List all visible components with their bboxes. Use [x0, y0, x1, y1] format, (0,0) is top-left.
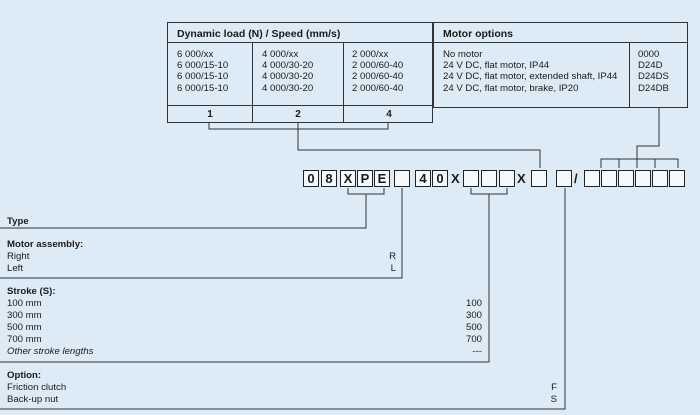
load-cell: 6 000/15-10	[177, 71, 229, 83]
option-label: Friction clutch	[7, 382, 67, 393]
stroke-code: 100	[465, 298, 482, 309]
load-cell: 6 000/15-10	[177, 60, 229, 72]
stroke-label: 100 mm	[7, 298, 42, 309]
stroke-label: Other stroke lengths	[7, 346, 94, 357]
motor-assembly-label: Left	[7, 263, 24, 274]
option-label: Back-up nut	[7, 394, 59, 405]
option-slot	[556, 170, 572, 187]
load-cell: 2 000/60-40	[352, 71, 404, 83]
stroke-code: 500	[465, 322, 482, 333]
option-code: S	[550, 394, 557, 405]
load-cell: 6 000/xx	[177, 49, 214, 60]
load-cell: 4 000/30-20	[262, 71, 314, 83]
column-number: 2	[295, 109, 301, 120]
code-separator: X	[517, 171, 526, 186]
motor-assembly-label: Right	[7, 251, 30, 262]
load-cell: 2 000/60-40	[352, 82, 404, 94]
motor-assembly-title: Motor assembly:	[7, 239, 84, 250]
stroke-slot	[499, 170, 515, 187]
code-separator: X	[451, 171, 460, 186]
motor-code-slot	[635, 170, 651, 187]
load-slot	[531, 170, 547, 187]
stroke-title: Stroke (S):	[7, 286, 56, 297]
stroke-slot	[481, 170, 497, 187]
stroke-label: 300 mm	[7, 310, 42, 321]
load-cell: 2 000/60-40	[352, 60, 404, 72]
motor-code-slot	[669, 170, 685, 187]
load-speed-table: Dynamic load (N) / Speed (mm/s) 6 000/xx…	[167, 22, 433, 123]
motor-assembly-slot	[394, 170, 410, 187]
option-title: Option:	[7, 370, 42, 381]
stroke-code: 300	[465, 310, 482, 321]
code-separator: /	[574, 171, 578, 186]
motor-code: D24D	[638, 60, 663, 72]
stroke-label: 700 mm	[7, 334, 42, 345]
code-char-box: E	[374, 170, 390, 187]
motor-code-slot	[618, 170, 634, 187]
motor-code: 0000	[638, 49, 660, 60]
motor-assembly-code: L	[390, 263, 396, 274]
stroke-code: ---	[472, 346, 482, 357]
motor-code-slot	[601, 170, 617, 187]
load-column-3: 2 000/xx 2 000/60-40 2 000/60-40 2 000/6…	[352, 49, 403, 94]
motor-assembly-code: R	[389, 251, 396, 262]
option-code: F	[551, 382, 557, 393]
load-cell: 2 000/xx	[352, 49, 389, 60]
type-title: Type	[7, 216, 29, 227]
motor-code: D24DB	[638, 82, 669, 94]
column-number: 4	[386, 109, 392, 120]
stroke-label: 500 mm	[7, 322, 42, 333]
motor-table-header: Motor options	[434, 23, 687, 43]
stroke-slot	[463, 170, 479, 187]
code-char-box: P	[357, 170, 373, 187]
motor-code-slot	[652, 170, 668, 187]
load-cell: 4 000/30-20	[262, 60, 314, 72]
load-cell: 4 000/xx	[262, 49, 299, 60]
load-cell: 4 000/30-20	[262, 82, 314, 94]
load-table-header: Dynamic load (N) / Speed (mm/s)	[168, 23, 432, 43]
motor-options-list: No motor 24 V DC, flat motor, IP44 24 V …	[443, 49, 617, 94]
load-cell: 6 000/15-10	[177, 82, 229, 94]
code-char-box: 0	[432, 170, 448, 187]
motor-option: 24 V DC, flat motor, brake, IP20	[443, 82, 579, 94]
stroke-code: 700	[465, 334, 482, 345]
code-char-box: 4	[415, 170, 431, 187]
code-char-box: 0	[303, 170, 319, 187]
motor-code-slot	[584, 170, 600, 187]
motor-option: 24 V DC, flat motor, IP44	[443, 60, 550, 72]
motor-option: 24 V DC, flat motor, extended shaft, IP4…	[443, 71, 618, 83]
motor-options-table: Motor options No motor 24 V DC, flat mot…	[433, 22, 688, 108]
load-column-2: 4 000/xx 4 000/30-20 4 000/30-20 4 000/3…	[262, 49, 313, 94]
code-char-box: X	[340, 170, 356, 187]
column-number: 1	[207, 109, 213, 120]
load-column-1: 6 000/xx 6 000/15-10 6 000/15-10 6 000/1…	[177, 49, 228, 94]
motor-option: No motor	[443, 49, 483, 60]
motor-code: D24DS	[638, 71, 669, 83]
code-char-box: 8	[321, 170, 337, 187]
motor-codes-list: 0000 D24D D24DS D24DB	[638, 49, 669, 94]
